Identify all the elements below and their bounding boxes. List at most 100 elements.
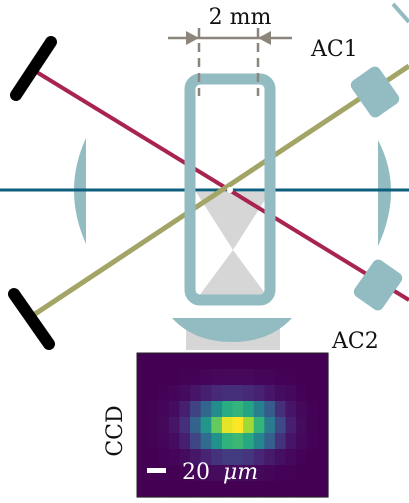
ccd-pixel bbox=[200, 433, 212, 450]
ccd-pixel bbox=[179, 353, 191, 370]
ccd-pixel bbox=[221, 369, 234, 386]
ccd-pixel bbox=[158, 449, 170, 466]
ccd-pixel bbox=[317, 369, 329, 386]
ccd-pixel bbox=[274, 449, 287, 466]
mirror-top-right bbox=[391, 2, 409, 24]
ccd-pixel bbox=[168, 433, 181, 450]
ccd-pixel bbox=[168, 369, 181, 386]
lens-ac1 bbox=[350, 66, 400, 118]
ccd-pixel bbox=[221, 433, 234, 450]
ccd-pixel bbox=[317, 353, 329, 370]
ccd-pixel bbox=[137, 465, 149, 482]
ccd-pixel bbox=[285, 465, 297, 482]
ccd-pixel bbox=[147, 433, 159, 450]
ccd-pixel bbox=[317, 417, 329, 434]
ccd-pixel bbox=[137, 385, 149, 402]
ccd-pixel bbox=[158, 417, 170, 434]
ccd-pixel bbox=[137, 481, 149, 498]
ccd-pixel bbox=[306, 433, 318, 450]
ccd-pixel bbox=[137, 417, 149, 434]
ccd-pixel bbox=[158, 369, 170, 386]
ccd-pixel bbox=[179, 385, 191, 402]
ccd-pixel bbox=[274, 465, 287, 482]
ccd-pixel bbox=[296, 481, 308, 498]
ccd-pixel bbox=[285, 481, 297, 498]
ccd-pixel bbox=[253, 369, 265, 386]
ccd-pixel bbox=[168, 401, 181, 418]
ccd-pixel bbox=[253, 465, 265, 482]
ccd-pixel bbox=[243, 401, 255, 418]
ccd-pixel bbox=[221, 417, 234, 434]
ccd-pixel bbox=[190, 433, 202, 450]
ccd-pixel bbox=[243, 353, 255, 370]
ccd-pixel bbox=[147, 465, 159, 482]
ccd-pixel bbox=[317, 433, 329, 450]
lens-ac2-label: AC2 bbox=[331, 329, 379, 354]
ccd-pixel bbox=[296, 417, 308, 434]
ccd-pixel bbox=[211, 433, 223, 450]
ccd-pixel bbox=[168, 465, 181, 482]
ccd-pixel bbox=[232, 353, 244, 370]
ccd-pixel bbox=[147, 353, 159, 370]
ccd-pixel bbox=[243, 369, 255, 386]
ccd-pixel bbox=[264, 369, 276, 386]
ccd-pixel bbox=[232, 433, 244, 450]
ccd-pixel bbox=[317, 465, 329, 482]
ccd-pixel bbox=[317, 385, 329, 402]
ccd-pixel bbox=[168, 481, 181, 498]
ccd-pixel bbox=[137, 353, 149, 370]
ccd-pixel bbox=[253, 449, 265, 466]
ccd-pixel bbox=[243, 417, 255, 434]
ccd-pixel bbox=[296, 369, 308, 386]
ccd-pixel bbox=[317, 481, 329, 498]
sample-cell bbox=[184, 73, 276, 306]
ccd-pixel bbox=[190, 401, 202, 418]
scale-bar bbox=[147, 468, 166, 473]
ccd-pixel bbox=[200, 417, 212, 434]
ccd-pixel bbox=[264, 385, 276, 402]
ccd-pixel bbox=[232, 369, 244, 386]
ccd-pixel bbox=[264, 433, 276, 450]
ccd-pixel bbox=[190, 369, 202, 386]
ccd-pixel bbox=[211, 369, 223, 386]
ccd-pixel bbox=[274, 433, 287, 450]
ccd-pixel bbox=[317, 449, 329, 466]
ccd-pixel bbox=[168, 385, 181, 402]
ccd-pixel bbox=[211, 385, 223, 402]
ccd-pixel bbox=[253, 385, 265, 402]
ccd-pixel bbox=[179, 433, 191, 450]
ccd-pixel bbox=[253, 417, 265, 434]
ccd-pixel bbox=[147, 481, 159, 498]
ccd-pixel bbox=[158, 433, 170, 450]
ccd-pixel bbox=[274, 353, 287, 370]
ccd-pixel bbox=[158, 385, 170, 402]
mirror-top-left bbox=[10, 36, 57, 101]
ccd-pixel bbox=[306, 481, 318, 498]
dimension-marker bbox=[168, 28, 292, 96]
ccd-pixel bbox=[264, 465, 276, 482]
ccd-pixel bbox=[243, 465, 255, 482]
ccd-pixel bbox=[200, 481, 212, 498]
ccd-pixel bbox=[285, 369, 297, 386]
ccd-pixel bbox=[232, 401, 244, 418]
ccd-pixel bbox=[264, 401, 276, 418]
ccd-pixel bbox=[137, 449, 149, 466]
ccd-pixel bbox=[147, 385, 159, 402]
ccd-pixel bbox=[137, 401, 149, 418]
ccd-pixel bbox=[147, 417, 159, 434]
light-cone-upper bbox=[196, 192, 270, 250]
light-cone-lower bbox=[196, 250, 270, 300]
ccd-pixel bbox=[253, 433, 265, 450]
ccd-pixel bbox=[200, 369, 212, 386]
ccd-pixel bbox=[221, 481, 234, 498]
ccd-pixel bbox=[285, 353, 297, 370]
ccd-pixel bbox=[285, 401, 297, 418]
ccd-pixel bbox=[306, 417, 318, 434]
beam-red bbox=[28, 66, 409, 302]
ccd-pixel bbox=[211, 417, 223, 434]
ccd-pixel bbox=[200, 385, 212, 402]
scale-bar-value: 20 bbox=[182, 460, 210, 485]
ccd-pixel bbox=[158, 481, 170, 498]
ccd-pixel bbox=[296, 385, 308, 402]
